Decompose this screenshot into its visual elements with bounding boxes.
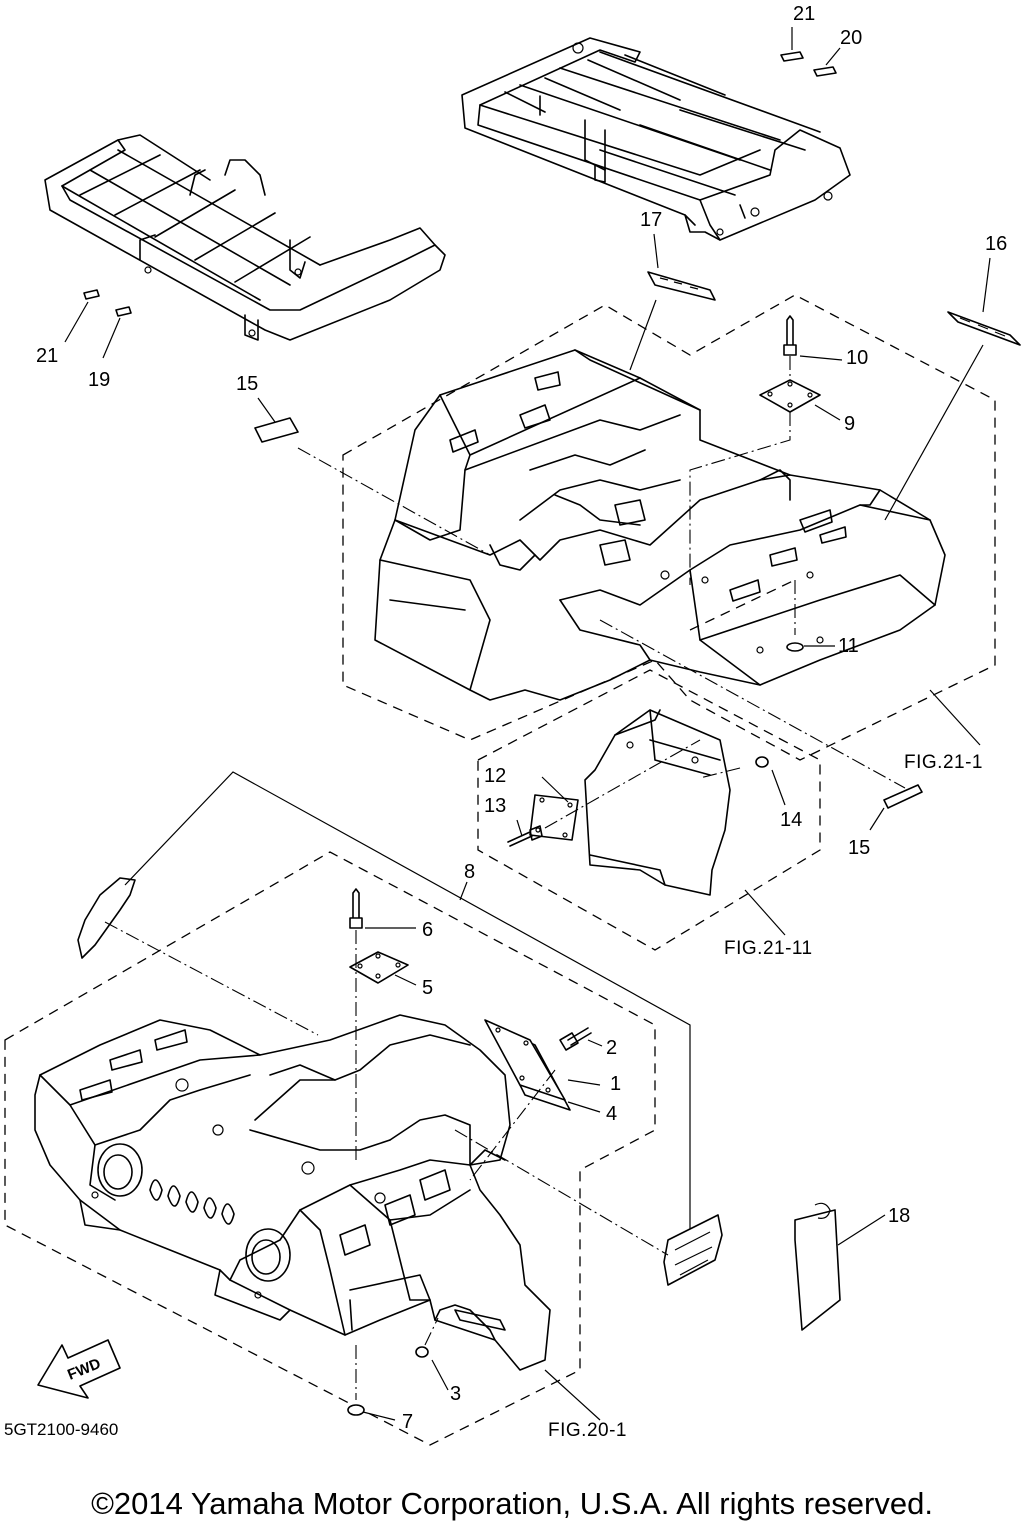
front-fender	[34, 1014, 551, 1371]
copyright-notice: ©2014 Yamaha Motor Corporation, U.S.A. A…	[91, 1486, 933, 1521]
figure-ref-rear: FIG.21-1	[904, 752, 983, 773]
callout-15-upper: 15	[236, 373, 259, 395]
callout-10: 10	[846, 347, 869, 369]
label-20-decal	[813, 66, 837, 77]
callout-1: 1	[610, 1073, 622, 1095]
callout-6: 6	[422, 919, 434, 941]
badge-15-lower	[883, 784, 923, 809]
label-21-rear-decal	[780, 51, 804, 62]
callout-18: 18	[888, 1205, 911, 1227]
washer-7	[347, 1404, 365, 1416]
callout-20: 20	[840, 27, 863, 49]
callout-13: 13	[484, 795, 507, 817]
bolt-6	[349, 888, 363, 929]
callout-21-front: 21	[36, 345, 59, 367]
hang-tag-18	[794, 1209, 841, 1331]
callout-17: 17	[640, 209, 663, 231]
front-fender-group-box	[4, 851, 656, 1446]
figure-ref-front: FIG.20-1	[548, 1420, 627, 1441]
rear-carrier	[461, 37, 851, 241]
callout-12: 12	[484, 765, 507, 787]
bolt-2	[559, 1027, 592, 1051]
front-carrier	[44, 134, 446, 341]
callout-4: 4	[606, 1103, 618, 1125]
callout-2: 2	[606, 1037, 618, 1059]
emblem-16	[947, 311, 1021, 346]
callout-11: 11	[838, 635, 859, 657]
fwd-arrow-icon: FWD	[37, 1339, 121, 1399]
callout-21-rear: 21	[793, 3, 816, 25]
emblem-17	[647, 271, 716, 301]
washer-11	[786, 642, 804, 652]
fender-bracket	[77, 877, 136, 959]
front-fender-emblem	[663, 1214, 723, 1286]
callout-15-lower: 15	[848, 837, 871, 859]
part-code: 5GT2100-9460	[4, 1420, 119, 1439]
bolt-10	[783, 315, 797, 356]
callout-5: 5	[422, 977, 434, 999]
label-21-front-decal	[83, 289, 100, 300]
nut-3	[415, 1346, 429, 1358]
plate-12	[529, 794, 579, 841]
plate-5	[349, 951, 409, 984]
callout-16: 16	[985, 233, 1008, 255]
mud-flap	[584, 709, 731, 896]
rear-fender-group-box	[342, 294, 996, 761]
badge-15-upper	[254, 417, 299, 443]
plate-1	[484, 1019, 566, 1101]
bolt-13	[507, 825, 543, 847]
callout-19: 19	[88, 369, 111, 391]
washer-14	[755, 756, 769, 768]
callout-8: 8	[464, 861, 476, 883]
label-19-decal	[115, 306, 132, 317]
mud-flap-group-box	[477, 669, 821, 951]
rear-fender	[374, 349, 946, 701]
callout-9: 9	[844, 413, 856, 435]
figure-ref-flap: FIG.21-11	[724, 938, 813, 959]
plate-9	[759, 379, 821, 413]
callout-14: 14	[780, 809, 803, 831]
callout-7: 7	[402, 1411, 414, 1433]
callout-3: 3	[450, 1383, 462, 1405]
